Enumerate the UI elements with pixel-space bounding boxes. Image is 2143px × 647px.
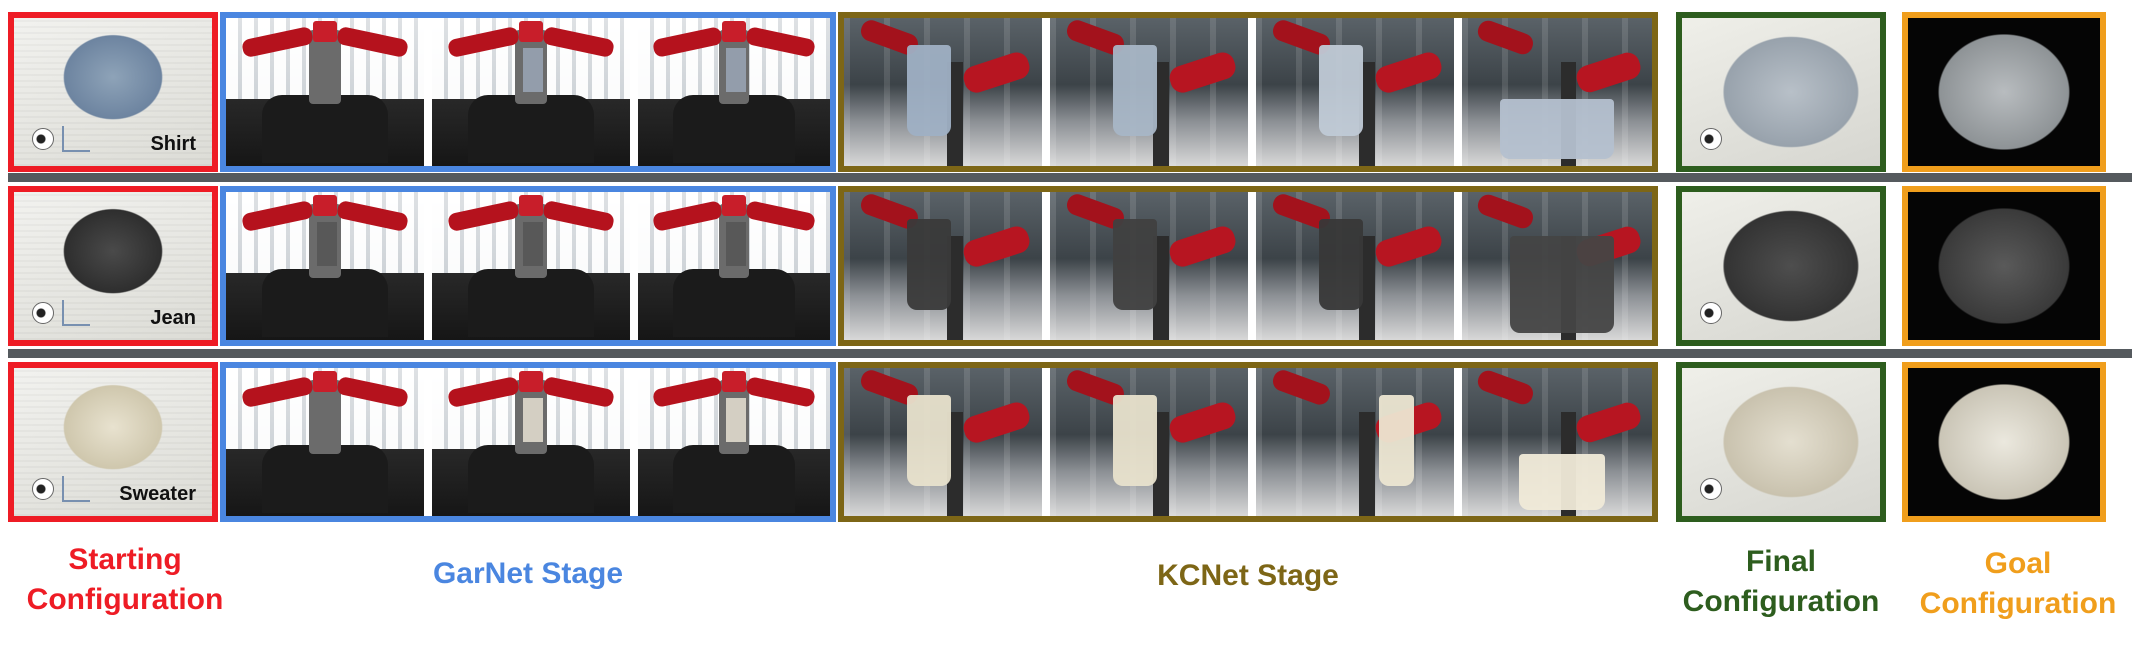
camera-icon (32, 302, 54, 324)
garnet-frame-image (432, 368, 630, 516)
caption-line: Configuration (26, 583, 224, 616)
starting-configuration-frame: Jean (8, 186, 218, 346)
starting-configuration-caption: Starting Configuration (0, 540, 250, 620)
kcnet-frame-image (844, 368, 1042, 516)
final-configuration-frame (1676, 362, 1886, 522)
camera-icon (1700, 478, 1722, 500)
garment-label: Shirt (150, 133, 196, 155)
garnet-frame-image (226, 368, 424, 516)
caption-line: Configuration (1919, 587, 2117, 620)
garnet-frame-image (638, 368, 830, 516)
goal-configuration-image (1908, 192, 2100, 340)
kcnet-stage-caption: KCNet Stage (1157, 559, 1339, 592)
goal-configuration-image (1908, 368, 2100, 516)
camera-icon (32, 128, 54, 150)
final-configuration-frame (1676, 12, 1886, 172)
final-configuration-image (1682, 368, 1880, 516)
garment-label: Jean (150, 307, 196, 329)
kcnet-stage-frame (838, 362, 1658, 522)
row-separator (8, 173, 2132, 182)
final-configuration-image (1682, 18, 1880, 166)
kcnet-frame-image (1462, 192, 1652, 340)
starting-configuration-image: Jean (14, 192, 212, 340)
final-configuration-frame (1676, 186, 1886, 346)
kcnet-frame-image (1256, 192, 1454, 340)
kcnet-frame-image (1462, 18, 1652, 166)
goal-configuration-frame (1902, 12, 2106, 172)
kcnet-stage-frame (838, 12, 1658, 172)
garnet-stage-frame (220, 186, 836, 346)
garnet-frame-image (226, 18, 424, 166)
goal-configuration-frame (1902, 186, 2106, 346)
garnet-frame-image (638, 18, 830, 166)
garnet-stage-caption: GarNet Stage (432, 557, 624, 590)
kcnet-frame-image (1462, 368, 1652, 516)
goal-configuration-caption: Goal Configuration (1898, 544, 2138, 624)
kcnet-frame-image (1050, 368, 1248, 516)
final-configuration-caption: Final Configuration (1650, 542, 1912, 622)
kcnet-frame-image (1256, 18, 1454, 166)
starting-configuration-frame: Shirt (8, 12, 218, 172)
kcnet-frame-image (1050, 18, 1248, 166)
garment-label: Sweater (119, 483, 196, 505)
caption-line: Final (1745, 545, 1816, 578)
starting-configuration-frame: Sweater (8, 362, 218, 522)
axis-icon (62, 126, 90, 152)
garnet-frame-image (432, 192, 630, 340)
goal-configuration-image (1908, 18, 2100, 166)
row-separator (8, 349, 2132, 358)
garnet-stage-frame (220, 362, 836, 522)
caption-line: Starting (68, 543, 182, 576)
camera-icon (1700, 128, 1722, 150)
final-configuration-image (1682, 192, 1880, 340)
camera-icon (32, 478, 54, 500)
kcnet-stage-frame (838, 186, 1658, 346)
camera-icon (1700, 302, 1722, 324)
kcnet-frame-image (844, 192, 1042, 340)
kcnet-frame-image (1256, 368, 1454, 516)
axis-icon (62, 476, 90, 502)
goal-configuration-frame (1902, 362, 2106, 522)
kcnet-frame-image (1050, 192, 1248, 340)
caption-line: Goal (1984, 547, 2052, 580)
starting-configuration-image: Shirt (14, 18, 212, 166)
caption-line: Configuration (1682, 585, 1880, 618)
axis-icon (62, 300, 90, 326)
garnet-frame-image (432, 18, 630, 166)
garnet-frame-image (638, 192, 830, 340)
garnet-stage-frame (220, 12, 836, 172)
kcnet-frame-image (844, 18, 1042, 166)
starting-configuration-image: Sweater (14, 368, 212, 516)
garnet-frame-image (226, 192, 424, 340)
